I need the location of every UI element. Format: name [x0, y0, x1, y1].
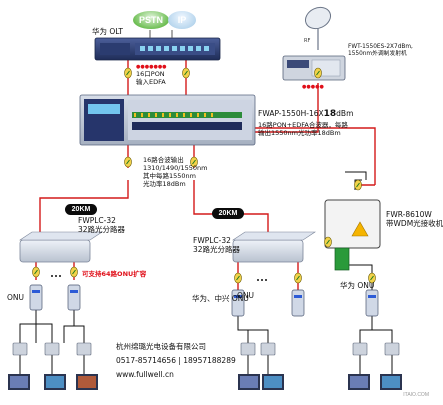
ip-label: IP [177, 15, 187, 25]
transmitter-label: FWT-1550ES-2X7dBm, 1550nm外调制发射机 [348, 44, 413, 57]
lan-left-c [19, 355, 85, 375]
km-badge-left: 20KM [65, 204, 97, 215]
onu-label-mid: ONU [237, 291, 255, 300]
lan-left-a [19, 310, 53, 343]
ip-cloud: IP [168, 11, 196, 29]
onu-mid-2 [291, 289, 305, 317]
connectors [32, 67, 376, 284]
pstn-cloud: PSTN [133, 11, 169, 29]
huawei-zhongxing-onu-label: 华为、中兴 ONU [192, 294, 249, 303]
transmitter-device: RF [282, 6, 346, 81]
lan-right-b [359, 355, 393, 375]
fwap-model-power: 18 [323, 109, 337, 119]
onu-capacity-note: 可支持64路ONU扩容 [82, 270, 147, 278]
onu-right-1 [365, 289, 379, 317]
phone-number: 0517-85714656 | 18957188289 [116, 356, 236, 365]
pstn-label: PSTN [138, 15, 163, 25]
lan-right-a [359, 316, 393, 343]
combined-output-label: 16路合波输出 1310/1490/1550nm 其中每路1550nm 光功率1… [143, 156, 208, 188]
wdm-receiver-label: FWR-8610W 带WDM光接收机 [386, 210, 443, 228]
onu-label-left: ONU [7, 293, 25, 302]
lan-mid-a [237, 316, 269, 343]
olt-device [94, 30, 221, 61]
onu-left-2 [67, 284, 81, 311]
end-devices [8, 374, 402, 390]
fwap-desc-line-2: 输出1550nm光功率18dBm [258, 129, 341, 137]
fwap-model-label: FWAP-1550H-16X18dBm [258, 109, 354, 119]
olt-dots: ●●●●●●● [136, 64, 167, 70]
onu-indicators [32, 290, 376, 298]
wdm-receiver-device [324, 199, 381, 271]
svg-text:RF: RF [304, 38, 310, 44]
splitter-mid-device [232, 231, 316, 263]
fiber-to-wdm [255, 127, 376, 185]
fiber-to-left-splitter [39, 180, 129, 240]
diagram-canvas: RF [8, 6, 402, 390]
fwap-desc-line-1: 16路PON+EDFA合波器，每路 [258, 121, 348, 129]
onu-left-1 [29, 284, 43, 311]
olt-pon-label: 16口PON 输入EDFA [136, 70, 166, 86]
fiber-tx-fwap [255, 83, 319, 133]
network-diagram: RF [7, 6, 443, 398]
fwap-device [79, 94, 256, 146]
fwap-model-prefix: FWAP-1550H-16X [258, 109, 324, 118]
huawei-onu-label: 华为 ONU [340, 281, 375, 290]
fwap-model-suffix: dBm [336, 109, 354, 118]
website-url: www.fullwell.cn [116, 370, 174, 379]
lan-left-b [63, 310, 85, 343]
line-wdm-top2 [345, 171, 367, 180]
ellipsis-dots [51, 275, 267, 281]
company-name: 杭州绵璐光电设备有限公司 [116, 342, 206, 351]
splitter-left-device [19, 231, 103, 263]
splitter-left-label: FWPLC-32 32路光分路器 [78, 216, 126, 234]
olt-label: 华为 OLT [92, 27, 124, 36]
km-badge-mid: 20KM [212, 208, 244, 219]
splitter-mid-label: FWPLC-32 32路光分路器 [193, 236, 241, 254]
signal-lines [19, 171, 393, 375]
watermark: ITAIO.COM [403, 392, 429, 398]
lan-mid-b [247, 355, 269, 375]
lan-devices [12, 342, 400, 356]
transmitter-dots: ●●●●● [302, 84, 324, 90]
